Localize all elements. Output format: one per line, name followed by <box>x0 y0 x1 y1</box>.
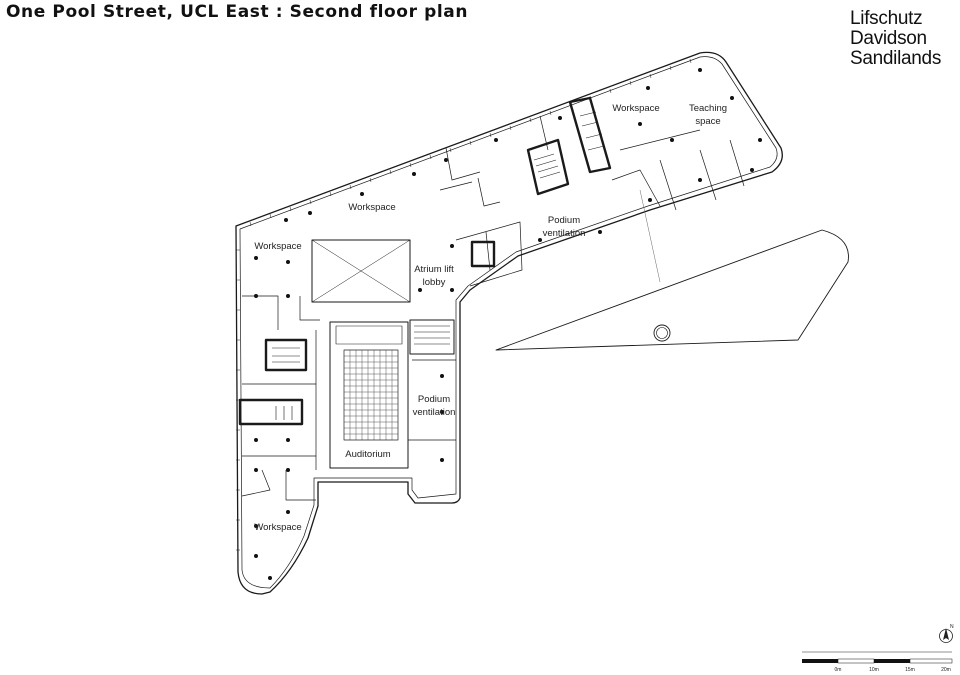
structural-columns <box>254 68 762 580</box>
scale-tick-1: 0m <box>835 667 842 673</box>
label-atrium-1: Atrium lift <box>414 264 454 275</box>
skylight-circle <box>653 324 671 342</box>
logo-line-1: Lifschutz <box>850 8 923 29</box>
page-title: One Pool Street, UCL East : Second floor… <box>6 2 469 22</box>
label-atrium-2: lobby <box>423 277 446 288</box>
label-teaching-1: Teaching <box>689 103 727 114</box>
architect-logo: Lifschutz Davidson Sandilands <box>850 9 941 69</box>
auditorium-room <box>329 321 409 469</box>
room-labels: Workspace Workspace Teaching space Podiu… <box>254 103 727 533</box>
label-teaching-2: space <box>695 116 720 127</box>
north-arrow-icon: N <box>939 624 954 643</box>
scale-bar: 0m 10m 15m 20m <box>802 651 953 673</box>
label-podium-upper-1: Podium <box>548 215 580 226</box>
scale-tick-4: 20m <box>941 667 951 673</box>
label-workspace-ne: Workspace <box>612 103 659 114</box>
north-label: N <box>950 624 954 630</box>
building-outline-inner <box>239 56 778 589</box>
logo-line-2: Davidson <box>850 28 927 49</box>
stair-cores <box>238 96 612 426</box>
external-deck <box>495 229 849 351</box>
atrium-void <box>311 239 411 303</box>
scale-tick-3: 15m <box>905 667 915 673</box>
scale-tick-2: 10m <box>869 667 879 673</box>
label-podium-lower-1: Podium <box>418 394 450 405</box>
partitions <box>241 115 745 501</box>
logo-line-3: Sandilands <box>850 48 942 69</box>
label-workspace-sw: Workspace <box>254 522 301 533</box>
auditorium-seating <box>343 349 399 441</box>
label-auditorium: Auditorium <box>345 449 390 460</box>
label-workspace-top: Workspace <box>348 202 395 213</box>
building-outline <box>235 51 783 595</box>
label-workspace-west: Workspace <box>254 241 301 252</box>
label-podium-upper-2: ventilation <box>543 228 586 239</box>
label-podium-lower-2: ventilation <box>413 407 456 418</box>
